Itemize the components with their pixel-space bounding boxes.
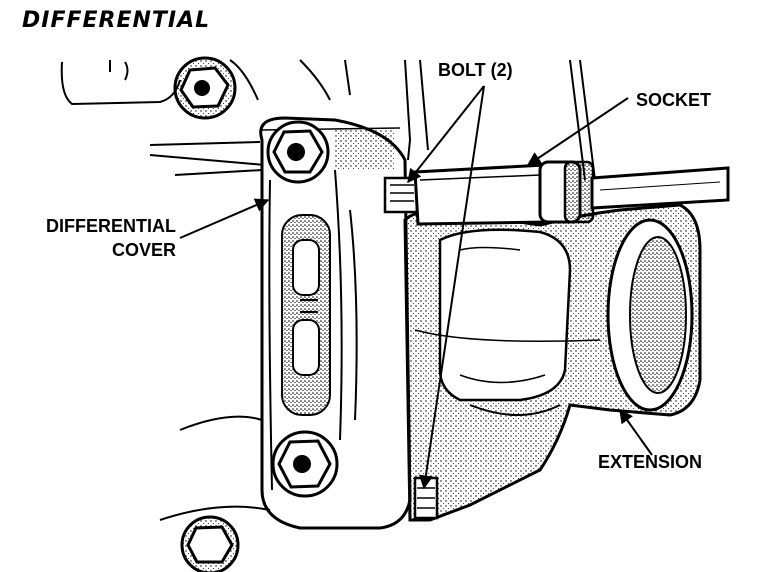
leader-lines xyxy=(179,85,653,490)
cover-bolt-top xyxy=(266,120,330,184)
cover-bolt-bottom xyxy=(271,430,339,498)
bolt-label: BOLT (2) xyxy=(438,60,513,80)
lower-left-stud xyxy=(180,515,240,572)
socket-extension-tool xyxy=(383,160,730,226)
socket-label: SOCKET xyxy=(636,90,712,110)
upper-housing xyxy=(60,59,596,181)
lower-bolt xyxy=(413,476,439,520)
cover-label-line1: DIFFERENTIAL xyxy=(46,216,176,236)
cover-label-line2: COVER xyxy=(111,240,176,260)
extension-label: EXTENSION xyxy=(598,452,703,472)
upper-stud xyxy=(173,56,237,120)
figure-title: DIFFERENTIAL xyxy=(22,8,211,33)
axle-housing xyxy=(403,203,702,522)
differential-cover-label: DIFFERENTIAL COVER xyxy=(8,214,176,262)
differential-cover xyxy=(259,116,412,530)
